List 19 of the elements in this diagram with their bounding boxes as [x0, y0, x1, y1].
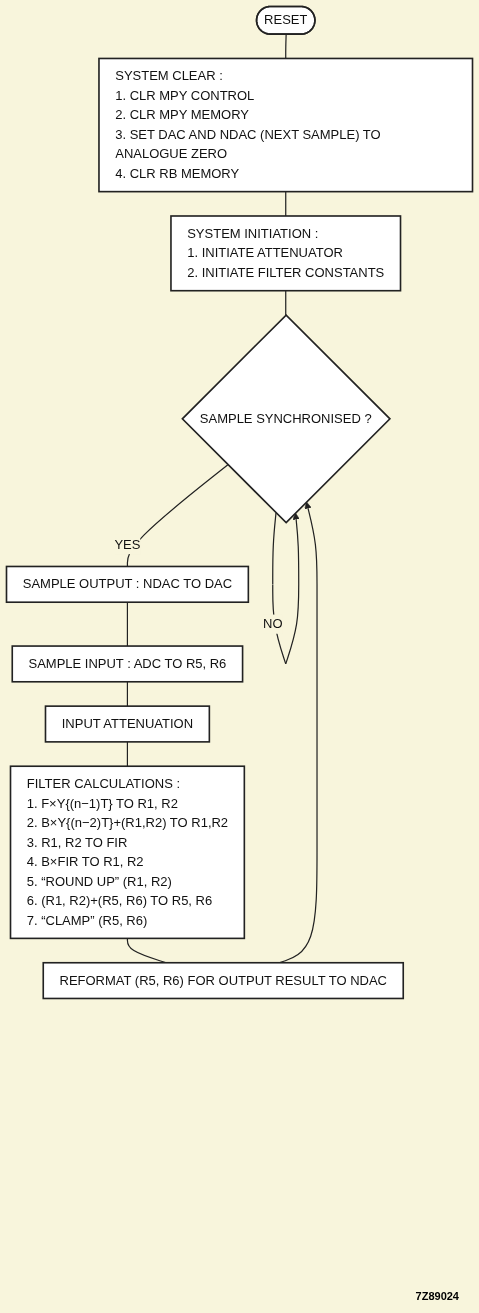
- edge-label: YES: [114, 537, 141, 552]
- edge-label: NO: [263, 616, 283, 631]
- figure-code: 7Z89024: [415, 1290, 459, 1302]
- node-box: SAMPLE INPUT : ADC TO R5, R6: [11, 645, 244, 683]
- connector: [126, 681, 129, 707]
- node-box: REFORMAT (R5, R6) FOR OUTPUT RESULT TO NDAC: [42, 961, 405, 1000]
- connector: [126, 464, 229, 568]
- node-box: SYSTEM CLEAR : 1. CLR MPY CONTROL 2. CLR MPY MEMORY 3. SET DAC AND NDAC (NEXT SAMPLE) TO ANALOGUE ZERO 4. CLR RB MEMORY: [98, 57, 474, 193]
- connector: [285, 33, 287, 60]
- connector: [285, 290, 287, 316]
- node-box: INPUT ATTENUATION: [44, 705, 211, 743]
- connector: [126, 741, 129, 767]
- node-box: SAMPLE OUTPUT : NDAC TO DAC: [5, 565, 250, 603]
- node-box: FILTER CALCULATIONS : 1. F×Y{(n−1)T} TO R1, R2 2. B×Y{(n−2)T}+(R1,R2) TO R1,R2 3. R1, R2 TO FIR 4. B×FIR TO R1, R2 5. “ROUND UP” (R1, R2) 6. (R1, R2)+(R5, R6) TO R5, R6 7. “CLAMP” (R5, R6): [9, 765, 246, 940]
- node-diamond: SAMPLE SYNCHRONISED ?: [181, 313, 392, 524]
- arrow: [272, 512, 300, 665]
- connector: [285, 191, 287, 217]
- node-box: SYSTEM INITIATION : 1. INITIATE ATTENUATOR 2. INITIATE FILTER CONSTANTS: [170, 215, 402, 292]
- connector: [126, 601, 129, 647]
